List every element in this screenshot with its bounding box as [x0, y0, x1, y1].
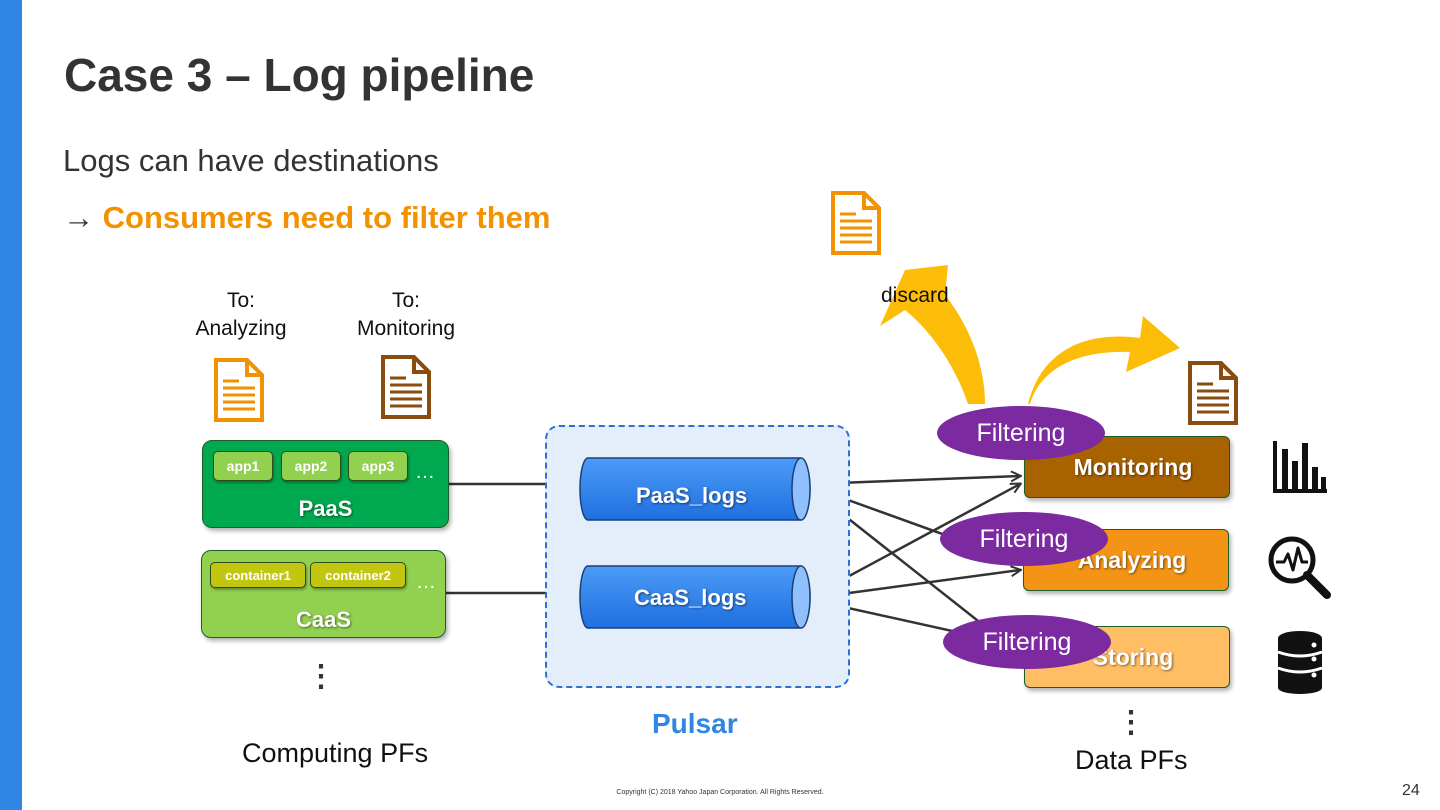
- filtering-oval: Filtering: [937, 406, 1105, 460]
- topic-cylinder: [579, 565, 811, 629]
- document-icon: [831, 191, 881, 255]
- container-chip: container1: [210, 562, 306, 588]
- page-number: 24: [1402, 782, 1420, 799]
- pulsar-label: Pulsar: [652, 708, 738, 739]
- discard-label: discard: [881, 284, 949, 307]
- dest-label-monitoring: To: Monitoring: [346, 287, 466, 343]
- topic-cylinder: [579, 457, 811, 521]
- forward-arrow: [1028, 316, 1180, 404]
- app-chip: app2: [281, 451, 341, 481]
- caas-name: CaaS: [295, 607, 352, 632]
- dest-label-prefix: To:: [226, 289, 255, 312]
- arrow-glyph: →: [63, 200, 94, 235]
- consumer-highlight: Consumers need to filter them: [102, 200, 551, 235]
- copyright-footer: Copyright (C) 2018 Yahoo Japan Corporati…: [616, 789, 824, 796]
- data-pfs-caption: Data PFs: [1075, 745, 1188, 775]
- app-chip: app3: [348, 451, 408, 481]
- consumer-statement: → Consumers need to filter them: [63, 200, 550, 236]
- slide-subtitle: Logs can have destinations: [63, 143, 439, 178]
- computing-caption: Computing PFs: [242, 738, 429, 768]
- document-icon: [214, 358, 264, 422]
- dest-label-prefix: To:: [391, 289, 420, 312]
- discard-arrow: [880, 265, 985, 404]
- database-icon: [1277, 631, 1323, 694]
- filtering-oval: Filtering: [940, 512, 1108, 566]
- dest-label-analyzing: To: Analyzing: [182, 287, 300, 343]
- more-ellipsis: …: [415, 461, 436, 483]
- dest-label-target: Analyzing: [195, 317, 287, 340]
- document-icon: [381, 355, 431, 419]
- topic-label: PaaS_logs: [636, 483, 748, 508]
- document-icon: [1188, 361, 1238, 425]
- accent-bar: [0, 0, 22, 810]
- vertical-ellipsis: ⋮: [1116, 706, 1146, 739]
- slide-title: Case 3 – Log pipeline: [64, 49, 535, 101]
- paas-name: PaaS: [298, 496, 353, 521]
- magnifier-pulse-icon: [1268, 536, 1331, 599]
- paas-box: app1 app2 app3 … PaaS: [202, 440, 449, 528]
- filtering-oval: Filtering: [943, 615, 1111, 669]
- more-ellipsis: …: [416, 571, 437, 593]
- topic-label: CaaS_logs: [634, 585, 747, 610]
- bar-chart-icon: [1273, 441, 1327, 493]
- monitoring-box: Monitoring: [1024, 436, 1230, 498]
- caas-box: container1 container2 … CaaS: [201, 550, 446, 638]
- app-chip: app1: [213, 451, 273, 481]
- dest-label-target: Monitoring: [356, 317, 456, 340]
- container-chip: container2: [310, 562, 406, 588]
